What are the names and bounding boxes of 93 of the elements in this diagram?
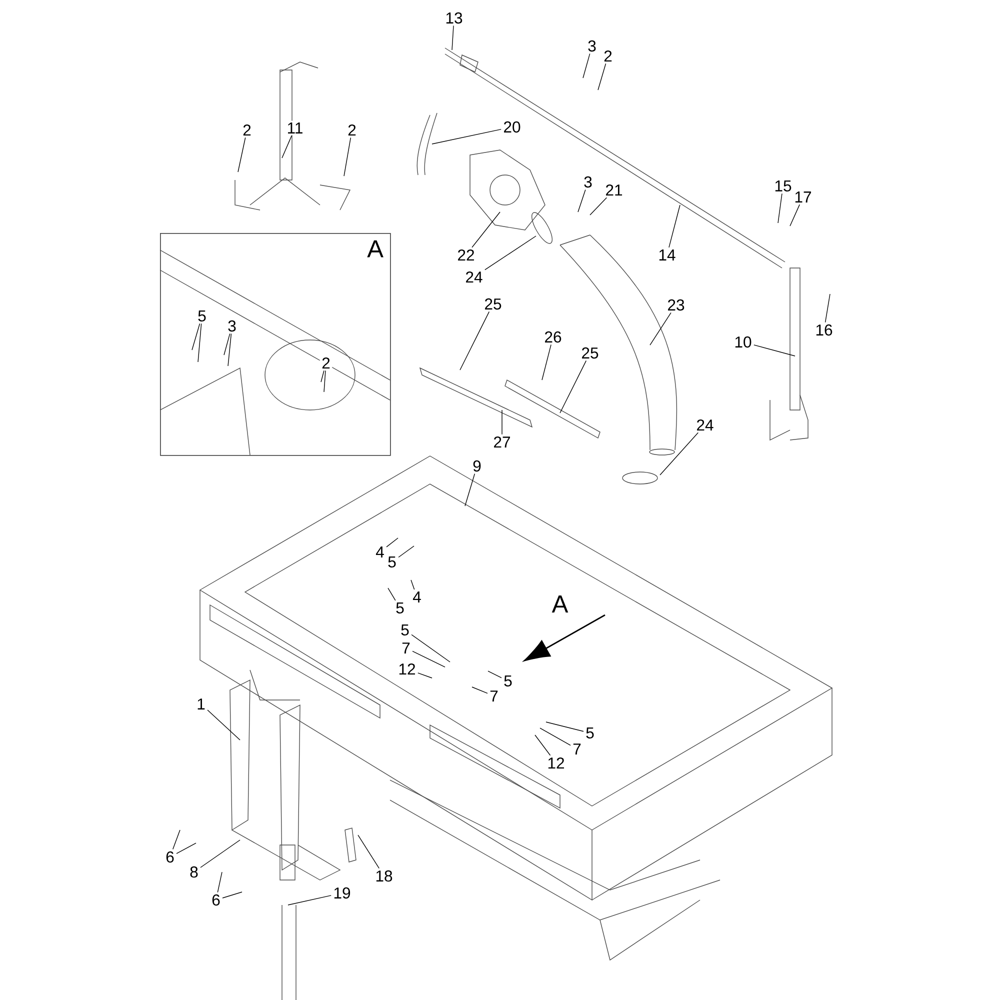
callout-number: 18: [373, 868, 395, 884]
leader-line: [200, 840, 240, 868]
callout-number: 19: [331, 886, 353, 900]
leader-line: [578, 189, 586, 212]
leader-line: [754, 344, 796, 356]
leader-line: [560, 360, 586, 414]
callout-number: 2: [602, 48, 614, 64]
leader-line: [192, 323, 200, 350]
callout-number: 6: [164, 850, 176, 864]
callout-number: 17: [792, 190, 814, 204]
leader-line: [778, 193, 782, 224]
callout-number: 25: [482, 296, 504, 312]
leader-line: [472, 686, 488, 694]
leader-line: [282, 135, 292, 158]
callout-number: 2: [320, 356, 332, 370]
callout-number: 11: [285, 120, 305, 136]
leader-line: [207, 710, 240, 740]
callout-number: 3: [586, 38, 598, 54]
callout-number: 13: [443, 10, 465, 26]
leader-line: [228, 333, 232, 366]
callout-number: 4: [374, 544, 386, 560]
leader-line: [324, 370, 326, 392]
leader-line: [540, 728, 571, 746]
callout-number: 6: [210, 892, 222, 908]
callout-number: 8: [188, 864, 200, 880]
leader-line: [198, 323, 202, 362]
callout-number: 5: [398, 622, 412, 638]
leader-line: [650, 312, 672, 346]
leader-line: [386, 538, 398, 548]
leader-line: [484, 236, 536, 270]
leader-line: [668, 204, 680, 248]
view-letter: A: [552, 596, 568, 612]
leader-line: [660, 432, 698, 476]
callout-number: 12: [545, 756, 567, 770]
callout-number: 4: [410, 590, 424, 604]
leader-line: [590, 197, 608, 216]
leader-line: [288, 895, 332, 906]
leader-line: [452, 25, 454, 50]
callout-number: 7: [488, 688, 500, 704]
callout-number: 7: [570, 742, 584, 756]
leader-line: [598, 63, 606, 90]
callout-number: 26: [542, 330, 564, 344]
leader-line: [488, 670, 502, 678]
leader-line: [460, 311, 490, 370]
leader-line: [824, 294, 830, 323]
callout-number: 24: [694, 418, 716, 432]
callout-number: 1: [194, 696, 208, 712]
callout-number: 22: [455, 248, 477, 262]
callout-number: 5: [196, 308, 208, 324]
callout-number: 21: [603, 182, 625, 198]
leader-line: [411, 634, 450, 662]
leader-line: [176, 842, 196, 854]
leader-line: [344, 137, 352, 176]
callout-number: 12: [396, 662, 418, 676]
callout-number: 9: [470, 458, 484, 474]
leader-line: [534, 734, 551, 756]
callout-number: 16: [813, 322, 835, 338]
callout-number: 5: [502, 674, 514, 688]
leader-line: [224, 333, 230, 356]
callout-number: 5: [394, 600, 406, 616]
callout-number: 25: [579, 346, 601, 360]
leader-line: [238, 137, 246, 172]
callout-number: 14: [656, 248, 678, 262]
callout-number: 27: [491, 434, 513, 450]
leader-line: [412, 650, 446, 668]
leader-line: [418, 672, 432, 678]
callout-number: 20: [501, 120, 523, 134]
callout-number: 15: [772, 178, 794, 194]
leader-line: [398, 546, 414, 558]
callout-number: 24: [463, 270, 485, 284]
callout-number: 3: [582, 174, 594, 190]
callout-number: 2: [346, 122, 358, 138]
leader-line: [410, 580, 415, 590]
callout-number: 5: [386, 554, 398, 570]
leader-line: [790, 204, 800, 226]
callout-number: 10: [732, 334, 754, 350]
leader-line: [358, 834, 380, 869]
leader-line: [432, 128, 502, 144]
leader-line: [546, 722, 584, 732]
callout-number: 5: [584, 726, 596, 740]
leader-line: [172, 830, 180, 850]
leader-line: [582, 53, 590, 78]
leader-line: [542, 344, 552, 380]
callout-number: 2: [240, 122, 254, 138]
callout-number: 7: [400, 640, 412, 656]
leader-line: [222, 892, 242, 898]
leader-line: [217, 872, 222, 893]
leader-line: [388, 588, 396, 601]
leader-line: [464, 473, 476, 506]
callout-number: 23: [665, 298, 687, 312]
leader-line: [320, 370, 324, 382]
leader-line: [472, 212, 500, 248]
callout-number: 3: [226, 318, 238, 334]
